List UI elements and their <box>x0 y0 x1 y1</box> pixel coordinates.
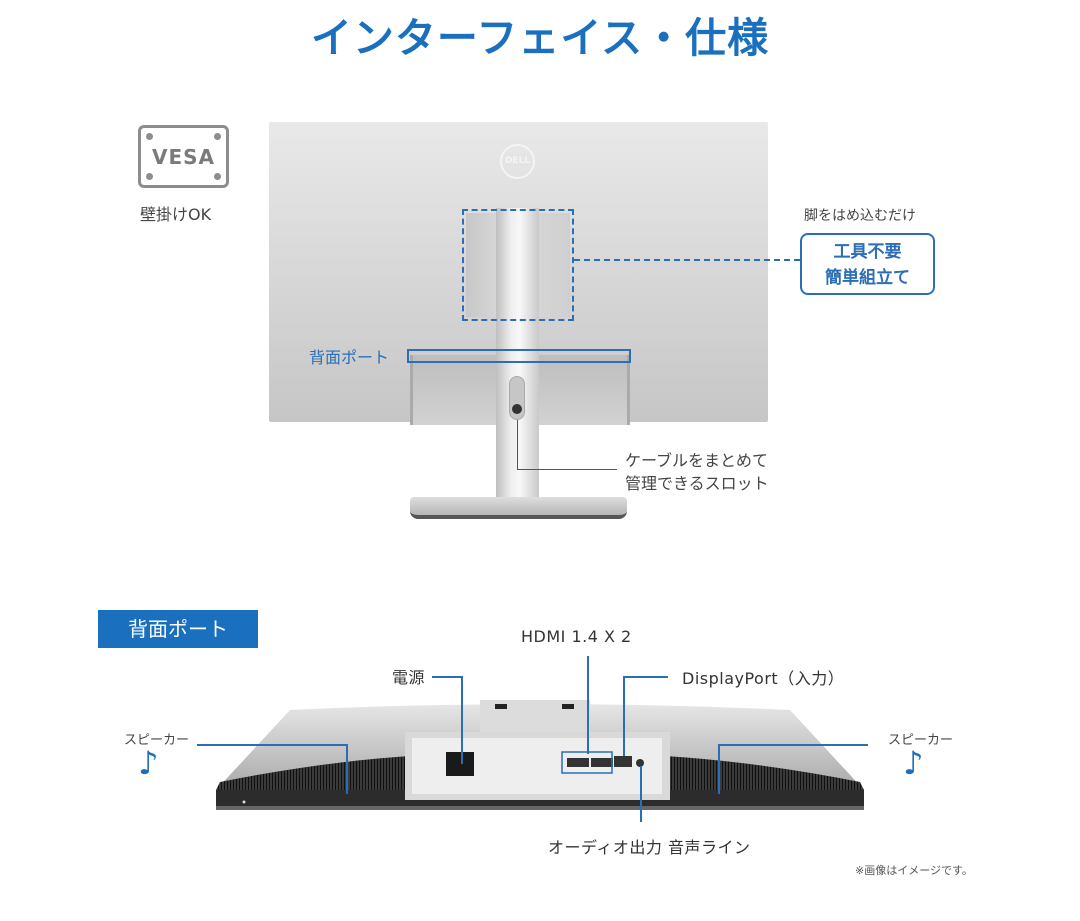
displayport-callout-line <box>623 676 668 678</box>
speaker-right-callout-line <box>718 744 720 794</box>
page-title: インターフェイス・仕様 <box>310 14 770 62</box>
power-callout-line <box>432 676 462 678</box>
cable-slot-hole <box>512 404 522 414</box>
vesa-badge-text: VESA <box>151 145 216 169</box>
hdmi-label: HDMI 1.4 X 2 <box>521 627 632 646</box>
vesa-icon: VESA <box>138 125 229 188</box>
vesa-screw-dot <box>214 173 221 180</box>
displayport-callout-line <box>623 676 625 756</box>
speaker-right-label: スピーカー <box>888 733 954 748</box>
vesa-screw-dot <box>214 133 221 140</box>
rear-ports-section-badge: 背面ポート <box>98 610 258 648</box>
vesa-caption: 壁掛けOK <box>140 205 212 224</box>
hdmi-callout-line <box>587 656 589 754</box>
rear-ports-label: 背面ポート <box>309 348 390 367</box>
stand-callout-line <box>574 259 800 261</box>
leg-caption: 脚をはめ込むだけ <box>804 208 916 224</box>
music-note-icon: ♪ <box>903 744 924 782</box>
audio-out-label: オーディオ出力 音声ライン <box>548 838 751 857</box>
tool-free-badge: 工具不要 簡単組立て <box>800 233 935 295</box>
speaker-left-callout-line <box>346 744 348 794</box>
stand-base <box>410 497 627 519</box>
speaker-right-callout-line <box>718 744 868 746</box>
cable-slot-callout-line <box>517 469 617 470</box>
vesa-screw-dot <box>146 173 153 180</box>
speaker-left-callout-line <box>197 744 347 746</box>
monitor-bottom-image <box>216 700 864 810</box>
vesa-screw-dot <box>146 133 153 140</box>
speaker-left-label: スピーカー <box>124 733 190 748</box>
rear-ports-highlight <box>407 349 631 363</box>
cable-slot-line-2: 管理できるスロット <box>625 474 769 493</box>
music-note-icon: ♪ <box>138 744 159 782</box>
tool-free-line-2: 簡単組立て <box>825 268 910 288</box>
audio-callout-line <box>640 766 642 822</box>
power-callout-line <box>461 676 463 764</box>
dell-logo-icon: DELL <box>500 144 535 179</box>
tool-free-line-1: 工具不要 <box>833 242 902 262</box>
cable-slot-callout-line <box>517 420 518 470</box>
stand-mount-highlight <box>462 209 574 321</box>
cable-slot-caption: ケーブルをまとめて 管理できるスロット <box>625 449 769 495</box>
displayport-label: DisplayPort（入力） <box>682 669 845 688</box>
power-label: 電源 <box>392 668 426 687</box>
cable-slot-line-1: ケーブルをまとめて <box>625 451 769 470</box>
image-disclaimer: ※画像はイメージです。 <box>855 864 973 877</box>
